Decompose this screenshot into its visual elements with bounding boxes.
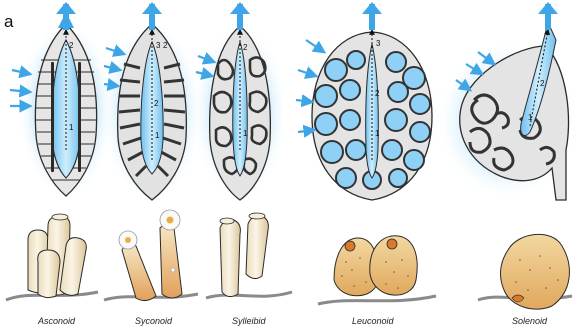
- syconoid-step-2: 2: [154, 99, 159, 108]
- sylleibid-label: Sylleibid: [232, 316, 267, 326]
- leuconoid-label: Leuconoid: [352, 316, 395, 326]
- sylleibid-illustration: Sylleibid: [206, 213, 292, 326]
- sylleibid-diagram: 1 2: [192, 2, 288, 200]
- syconoid-label: Syconoid: [135, 316, 173, 326]
- leuconoid-diagram: 1 2 3: [296, 2, 442, 202]
- asconoid-label: Asconoid: [37, 316, 76, 326]
- panel-letter: a: [4, 12, 14, 31]
- solenoid-illustration: Solenoid: [478, 234, 572, 326]
- sylleibid-substrate: [206, 292, 292, 298]
- sylleibid-step-2: 2: [243, 43, 248, 52]
- leuconoid-step-3: 3: [376, 39, 381, 48]
- syconoid-step-4: 2: [163, 41, 168, 50]
- asconoid-illustration: Asconoid: [6, 214, 98, 326]
- syconoid-step-1: 1: [155, 131, 160, 140]
- solenoid-label: Solenoid: [512, 316, 548, 326]
- leuconoid-illustration: Leuconoid: [318, 236, 436, 326]
- leuconoid-substrate: [318, 296, 436, 304]
- sylleibid-step-1: 1: [243, 129, 248, 138]
- syconoid-step-3: 3: [156, 41, 161, 50]
- solenoid-step-1: 1: [528, 113, 533, 122]
- leuconoid-step-2: 2: [375, 89, 380, 98]
- asconoid-step-1: 1: [69, 123, 74, 132]
- asconoid-diagram: 1 2: [10, 2, 114, 200]
- asconoid-step-2: 2: [69, 41, 74, 50]
- syconoid-illustration: Syconoid: [104, 210, 198, 326]
- solenoid-step-2: 2: [540, 79, 545, 88]
- syconoid-diagram: 1 2 3 2: [102, 2, 202, 204]
- leuconoid-step-1: 1: [375, 129, 380, 138]
- solenoid-diagram: 2 1: [436, 2, 580, 200]
